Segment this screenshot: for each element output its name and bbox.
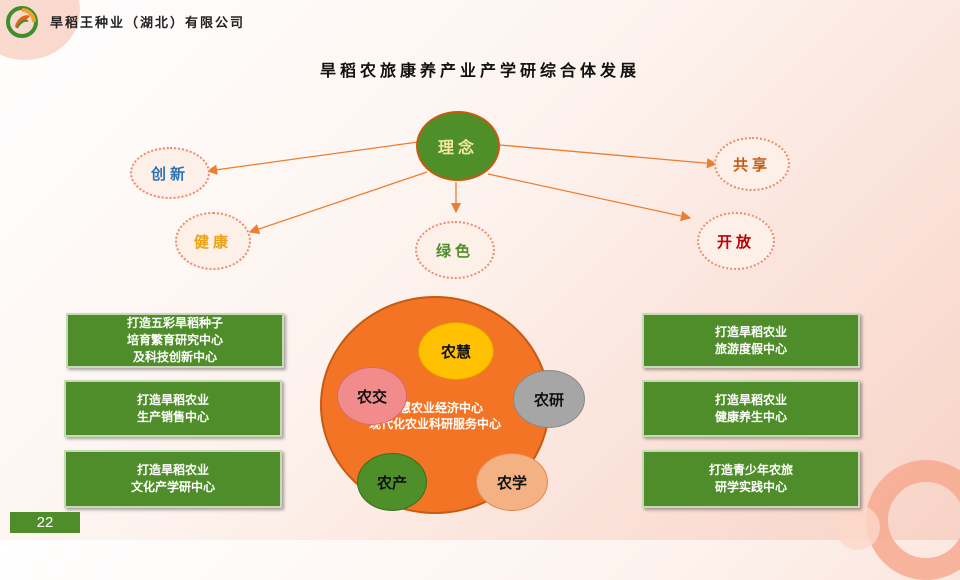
node-open: 开放 [697, 212, 775, 270]
box-line: 打造旱稻农业 [136, 392, 209, 407]
right-box-study-center: 打造青少年农旅 研学实践中心 [642, 450, 860, 508]
right-box-wellness-center: 打造旱稻农业 健康养生中心 [642, 380, 860, 437]
company-name: 旱稻王种业（湖北）有限公司 [50, 16, 246, 31]
page-title: 旱稻农旅康养产业产学研综合体发展 [319, 61, 640, 80]
arrow-to-innovation [206, 141, 419, 175]
box-line: 生产销售中心 [136, 409, 209, 424]
node-share: 共享 [714, 137, 790, 191]
circle-wisdom: 农慧 [418, 322, 494, 380]
box-line: 打造青少年农旅 [708, 463, 793, 477]
node-health: 健康 [175, 212, 251, 270]
left-box-culture-center: 打造旱稻农业 文化产学研中心 [64, 450, 282, 508]
box-line: 研学实践中心 [714, 480, 787, 494]
hub-text: 智慧农业经济中心 现代化农业科研服务中心 [320, 400, 550, 432]
page-number: 22 [10, 512, 80, 533]
box-line: 打造旱稻农业 [714, 324, 787, 339]
circle-research: 农研 [513, 370, 585, 428]
box-line: 健康养生中心 [714, 409, 787, 424]
arrow-to-open [487, 173, 692, 222]
box-line: 旅游度假中心 [714, 341, 787, 356]
node-green: 绿色 [415, 221, 495, 279]
arrow-to-health [248, 171, 428, 235]
concept-center-node: 理念 [416, 111, 500, 181]
hub-line-2: 现代化农业科研服务中心 [368, 417, 501, 431]
box-line: 培育繁育研究中心 [126, 333, 223, 347]
box-line: 打造五彩旱稻种子 [126, 316, 223, 330]
box-line: 打造旱稻农业 [714, 392, 787, 407]
hub-line-1: 智慧农业经济中心 [386, 401, 483, 415]
right-box-tourism-center: 打造旱稻农业 旅游度假中心 [642, 313, 860, 368]
circle-exchange: 农交 [337, 367, 407, 425]
node-innovation: 创新 [130, 147, 210, 199]
box-line: 打造旱稻农业 [136, 463, 209, 477]
left-box-seed-center: 打造五彩旱稻种子 培育繁育研究中心 及科技创新中心 [66, 313, 284, 368]
concept-arrows [206, 141, 718, 235]
arrow-to-share [499, 144, 718, 169]
circle-production: 农产 [357, 453, 427, 511]
box-line: 及科技创新中心 [132, 350, 217, 364]
circle-study: 农学 [476, 453, 548, 511]
company-logo-icon [6, 6, 38, 38]
left-box-production-center: 打造旱稻农业 生产销售中心 [64, 380, 282, 437]
box-line: 文化产学研中心 [130, 480, 215, 494]
